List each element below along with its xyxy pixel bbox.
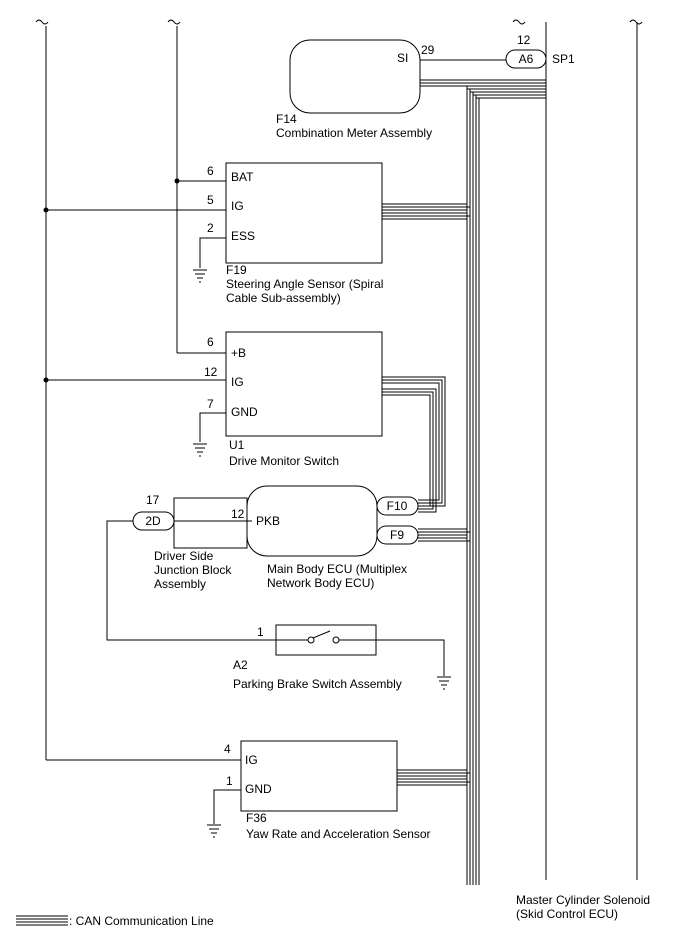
drive-monitor-pin-7-number: 7	[207, 397, 214, 411]
drive-monitor-code: U1	[229, 438, 245, 452]
2d-connector-label: 2D	[145, 514, 161, 528]
steering-sensor-name-2: Cable Sub-assembly)	[226, 291, 341, 305]
ig-power-line	[35, 19, 241, 761]
drive-monitor-pin-b-label: +B	[231, 346, 246, 360]
yaw-pin-4-number: 4	[224, 742, 231, 756]
can-line-legend-icon	[16, 915, 68, 926]
master-cylinder-label-1: Master Cylinder Solenoid	[516, 893, 650, 907]
f10-connector	[376, 496, 419, 516]
ground-icon	[207, 824, 221, 838]
combination-meter-pin-number: 29	[421, 43, 435, 57]
combination-meter-code: F14	[276, 112, 297, 126]
steering-gnd-wire	[199, 237, 226, 268]
main-body-ecu-pkb-label: PKB	[256, 514, 280, 528]
drive-monitor-box	[225, 331, 383, 437]
a6-connector-label: A6	[519, 52, 534, 66]
yaw-pin-ig-label: IG	[245, 753, 258, 767]
junction-block-box	[173, 497, 248, 549]
drive-monitor-name: Drive Monitor Switch	[229, 454, 339, 468]
main-body-ecu-name-1: Main Body ECU (Multiplex	[267, 562, 407, 576]
steering-sensor-name-1: Steering Angle Sensor (Spiral	[226, 277, 383, 291]
drive-monitor-f10-wire	[382, 376, 446, 513]
drive-monitor-pin-6-number: 6	[207, 335, 214, 349]
master-cylinder-label-2: (Skid Control ECU)	[516, 907, 618, 921]
steering-pin-6-number: 6	[207, 164, 214, 178]
steering-sensor-code: F19	[226, 263, 247, 277]
steering-can-wire	[382, 203, 470, 220]
f9-can-wire	[418, 528, 470, 542]
combination-meter-box	[289, 39, 421, 114]
junction-dot	[43, 377, 49, 383]
junction-block-name-1: Driver Side	[154, 549, 214, 563]
junction-block-name-2: Junction Block	[154, 563, 232, 577]
drive-monitor-pin-ig-label: IG	[231, 375, 244, 389]
junction-dot	[174, 178, 180, 184]
steering-pin-2-number: 2	[207, 221, 214, 235]
combination-meter-si-label: SI	[397, 51, 408, 65]
master-cylinder-box	[512, 19, 643, 880]
bat-power-line	[167, 19, 226, 354]
f9-connector-label: F9	[390, 528, 404, 542]
main-body-ecu-name-2: Network Body ECU)	[267, 576, 374, 590]
junction-dot	[43, 207, 49, 213]
parking-brake-name: Parking Brake Switch Assembly	[233, 677, 402, 691]
ground-icon	[437, 676, 451, 690]
yaw-gnd-wire	[213, 789, 241, 824]
ground-icon	[193, 443, 207, 457]
yaw-sensor-code: F36	[246, 811, 267, 825]
parking-brake-code: A2	[233, 658, 248, 672]
can-bus-trunk	[420, 79, 546, 885]
steering-pin-ess-label: ESS	[231, 229, 255, 243]
f10-connector-label: F10	[387, 499, 408, 513]
legend-text: : CAN Communication Line	[69, 914, 214, 928]
steering-sensor-box	[225, 162, 383, 264]
yaw-pin-gnd-label: GND	[245, 782, 272, 796]
yaw-sensor-box	[240, 740, 398, 812]
yaw-pin-1-number: 1	[226, 774, 233, 788]
parking-brake-gnd-wire	[376, 639, 445, 676]
drive-monitor-gnd-wire	[199, 412, 226, 442]
drive-monitor-pin-12-number: 12	[204, 365, 218, 379]
steering-pin-ig-label: IG	[231, 199, 244, 213]
ground-icon	[193, 269, 207, 283]
parking-brake-wire	[106, 520, 276, 641]
parking-brake-pin-number: 1	[257, 625, 264, 639]
combination-meter-name: Combination Meter Assembly	[276, 126, 432, 140]
switch-icon	[276, 630, 376, 644]
drive-monitor-pin-gnd-label: GND	[231, 405, 258, 419]
yaw-can-wire	[397, 769, 470, 786]
steering-pin-bat-label: BAT	[231, 170, 254, 184]
steering-pin-5-number: 5	[207, 193, 214, 207]
yaw-sensor-name: Yaw Rate and Acceleration Sensor	[246, 827, 431, 841]
a6-connector	[505, 49, 547, 69]
main-body-ecu-pin-number: 12	[231, 507, 245, 521]
junction-block-name-3: Assembly	[154, 577, 206, 591]
junction-block-pin-number: 17	[146, 493, 160, 507]
sp1-pin-number: 12	[517, 33, 531, 47]
sp1-label: SP1	[552, 52, 575, 66]
